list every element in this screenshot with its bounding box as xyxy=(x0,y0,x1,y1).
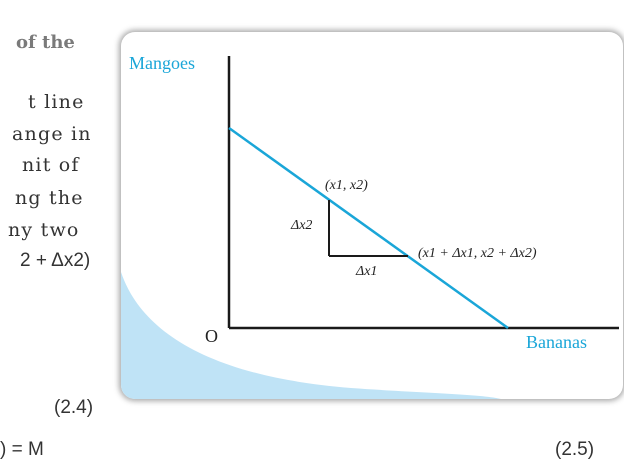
body-line-1: t line xyxy=(28,91,85,113)
body-line-5: ny two xyxy=(8,219,80,241)
delta-x1-text: Δx1 xyxy=(356,264,378,279)
delta-x2-text: Δx2 xyxy=(291,218,313,233)
point-2-text: (x1 + Δx1, x2 + Δx2) xyxy=(418,246,537,261)
heading-fragment: of the xyxy=(16,32,75,53)
point-2-label: (x1 + Δx1, x2 + Δx2) xyxy=(418,246,537,262)
equation-number-2-4: (2.4) xyxy=(54,397,94,418)
body-line-6-text: 2 + Δx2) xyxy=(20,250,91,271)
body-line-2: ange in xyxy=(12,123,92,145)
delta-x1-label: Δx1 xyxy=(356,264,377,280)
origin-label: O xyxy=(205,326,218,346)
budget-line-figure: Mangoes Bananas O (x1, x2) (x1 + Δx1, x2… xyxy=(121,32,623,399)
x-axis-label: Bananas xyxy=(526,332,587,352)
y-axis-label: Mangoes xyxy=(129,53,195,73)
delta-x2-label: Δx2 xyxy=(291,218,312,234)
equation-fragment: ) = M xyxy=(0,439,44,460)
body-line-6: 2 + Δx2) xyxy=(20,250,90,272)
body-line-4: ng the xyxy=(15,187,84,209)
figure-graphic xyxy=(121,56,619,399)
equation-number-2-5: (2.5) xyxy=(555,439,595,460)
point-1-label: (x1, x2) xyxy=(325,178,368,194)
body-line-3: nit of xyxy=(22,154,80,176)
point-1-text: (x1, x2) xyxy=(325,178,368,193)
budget-line xyxy=(228,126,509,330)
corner-shade xyxy=(121,272,501,399)
